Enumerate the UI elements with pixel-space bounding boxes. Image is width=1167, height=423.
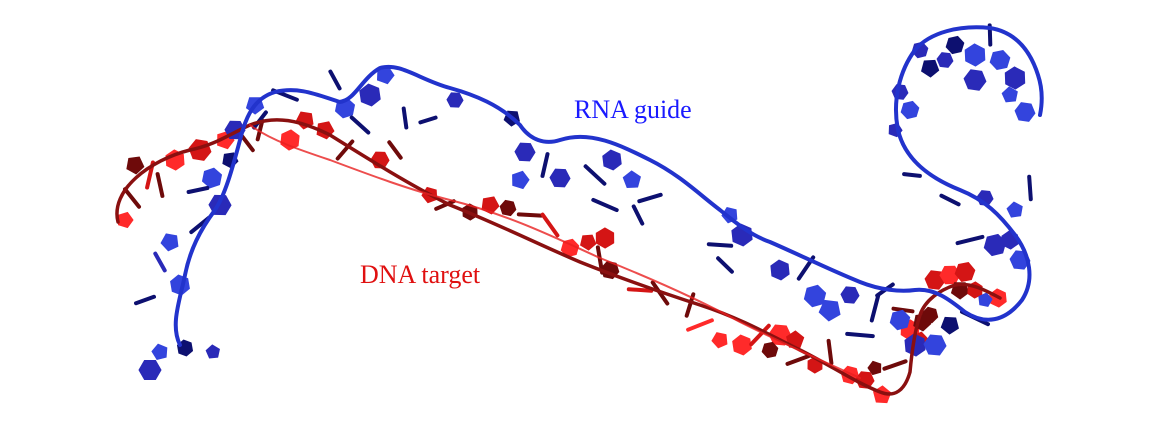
dna-base-group <box>118 111 1007 404</box>
rna-base-stick <box>591 197 619 213</box>
rna-base-ring <box>940 316 959 335</box>
rna-base-ring <box>921 59 940 78</box>
rna-base-ring <box>151 343 168 360</box>
dna-backbone-ribbon <box>115 118 1002 396</box>
rna-base-ring <box>889 309 911 331</box>
rna-base-ring <box>770 259 790 281</box>
dna-base-ring <box>280 129 300 151</box>
rna-base-ring <box>201 167 223 189</box>
rna-base-stick <box>252 110 268 130</box>
rna-base-ring <box>936 52 954 68</box>
rna-base-stick <box>583 164 607 186</box>
rna-guide-label: RNA guide <box>574 95 692 124</box>
dna-base-ring <box>595 227 615 249</box>
dna-base-ring <box>954 262 976 282</box>
dna-base-stick <box>123 187 141 209</box>
rna-base-stick <box>349 115 371 135</box>
rna-base-ring <box>549 168 571 188</box>
dna-backbone-shadow <box>249 124 861 379</box>
rna-base-ring <box>359 83 381 107</box>
dna-base-ring <box>560 238 580 258</box>
rna-base-ring <box>983 233 1007 257</box>
dna-base-ring <box>126 156 145 175</box>
rna-base-ring <box>964 43 986 67</box>
rna-base-stick <box>637 192 663 204</box>
dna-target-label: DNA target <box>360 260 481 289</box>
rna-base-ring <box>978 292 993 307</box>
rna-base-ring <box>923 334 947 356</box>
rna-base-stick <box>939 193 961 207</box>
rna-base-ring <box>138 360 162 380</box>
dna-base-stick <box>626 287 654 293</box>
rna-base-ring <box>1001 86 1018 103</box>
rna-base-stick <box>328 69 342 91</box>
dna-base-stick <box>785 354 811 366</box>
rna-base-stick <box>153 251 167 273</box>
rna-base-ring <box>1006 201 1023 218</box>
rna-base-ring <box>840 286 860 304</box>
rna-base-ring <box>602 149 622 171</box>
dna-base-stick <box>335 139 355 161</box>
rna-base-ring <box>900 100 920 120</box>
dna-base-ring <box>711 332 728 349</box>
dna-base-stick <box>434 199 456 211</box>
rna-base-group <box>134 23 1036 380</box>
dna-base-ring <box>118 211 134 229</box>
dna-base-stick <box>155 172 165 198</box>
rna-base-stick <box>1027 174 1033 202</box>
dna-base-stick <box>540 212 560 238</box>
dna-base-stick <box>882 359 908 371</box>
rna-base-stick <box>869 293 881 323</box>
rna-base-ring <box>622 170 641 189</box>
rna-base-ring <box>1004 66 1026 90</box>
rna-base-stick <box>186 186 210 194</box>
rna-base-stick <box>706 242 734 248</box>
dna-base-ring <box>732 334 752 356</box>
dna-base-stick <box>826 338 834 366</box>
rna-base-ring <box>514 142 536 162</box>
rna-base-ring <box>205 344 220 359</box>
rna-base-ring <box>945 35 965 55</box>
dna-base-stick <box>749 323 771 347</box>
rna-base-ring <box>512 170 530 190</box>
rna-base-stick <box>631 204 645 226</box>
dna-base-ring <box>867 360 882 376</box>
rna-base-stick <box>955 234 985 246</box>
rna-backbone-ribbon <box>173 25 1044 347</box>
dna-base-ring <box>761 341 779 359</box>
rna-base-stick <box>134 294 156 306</box>
dna-base-ring <box>580 234 597 251</box>
rna-base-stick <box>540 152 550 178</box>
rna-base-ring <box>446 92 464 108</box>
rna-base-stick <box>716 256 734 274</box>
rna-base-ring <box>803 284 827 308</box>
rna-base-stick <box>418 115 438 125</box>
rna-base-ring <box>160 233 179 252</box>
rna-base-stick <box>902 172 922 178</box>
rna-base-ring <box>1014 102 1036 122</box>
dna-base-stick <box>255 118 265 142</box>
dna-base-ring <box>921 306 939 324</box>
dna-base-stick <box>516 212 544 218</box>
rna-base-stick <box>401 106 409 130</box>
rna-base-ring <box>963 69 987 91</box>
rna-base-stick <box>845 331 875 339</box>
rna-base-ring <box>818 299 841 322</box>
dna-base-stick <box>387 140 403 160</box>
dna-base-ring <box>499 199 517 217</box>
dna-base-stick <box>686 318 714 332</box>
rna-base-ring <box>989 49 1011 71</box>
